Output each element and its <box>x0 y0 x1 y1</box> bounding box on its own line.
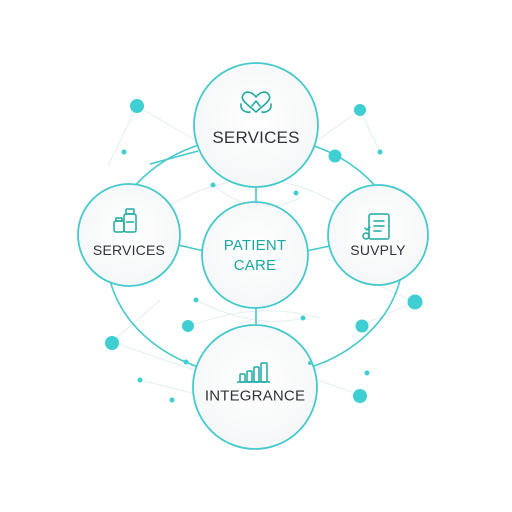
accent-dot <box>137 377 143 383</box>
medicine-bottles-icon <box>113 208 137 233</box>
accent-dots <box>105 99 423 403</box>
accent-dot <box>183 359 189 365</box>
accent-dot <box>355 319 369 333</box>
accent-dot <box>130 99 144 113</box>
accent-dot <box>182 320 194 332</box>
node-top-circle <box>193 62 319 188</box>
accent-dot <box>193 297 199 303</box>
node-center-circle <box>201 201 309 309</box>
accent-dot <box>354 104 366 116</box>
clipboard-list-icon <box>362 213 390 240</box>
accent-dot <box>210 182 216 188</box>
accent-dot <box>300 315 306 321</box>
node-bottom-circle <box>192 324 318 450</box>
accent-dot <box>105 336 119 350</box>
accent-dot <box>353 389 367 403</box>
accent-dot <box>293 190 299 196</box>
accent-dot <box>169 397 175 403</box>
node-right-circle <box>327 184 429 286</box>
accent-dot <box>308 361 312 365</box>
accent-dot <box>328 149 342 163</box>
heart-hands-icon <box>240 91 272 113</box>
node-left-circle <box>77 183 181 287</box>
accent-dot <box>364 370 370 376</box>
bar-chart-icon <box>237 362 270 383</box>
accent-dot <box>121 149 127 155</box>
accent-dot <box>377 149 383 155</box>
accent-dot <box>407 294 423 310</box>
